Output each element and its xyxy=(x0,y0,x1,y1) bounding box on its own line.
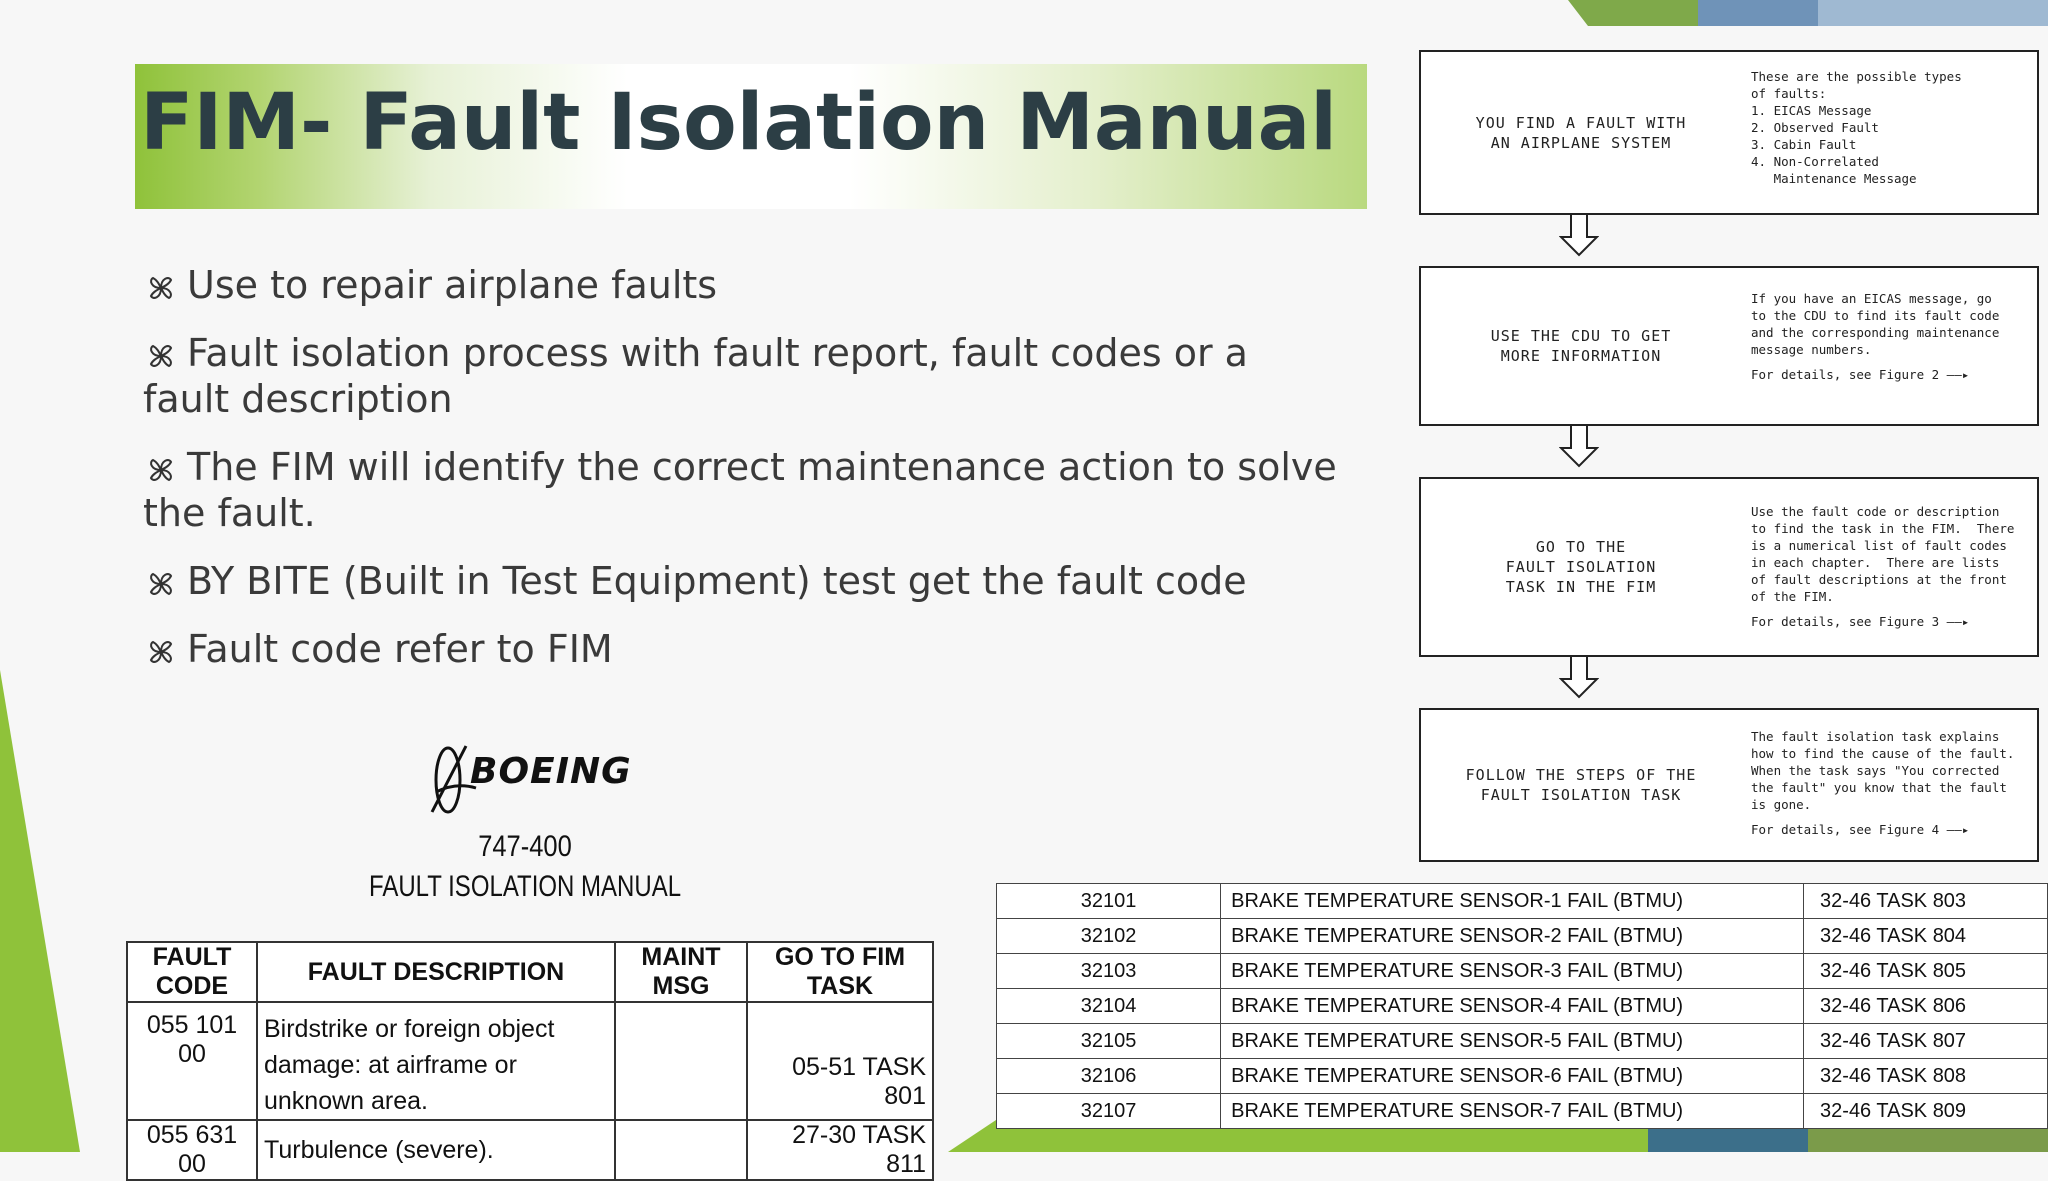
slide-title: FIM- Fault Isolation Manual xyxy=(140,78,1337,168)
table-header-row: FAULT CODE FAULT DESCRIPTION MAINT MSG G… xyxy=(126,941,934,1003)
fault-description-cell: BRAKE TEMPERATURE SENSOR-4 FAIL (BTMU) xyxy=(1220,988,1805,1024)
fault-isolation-flowchart: YOU FIND A FAULT WITH AN AIRPLANE SYSTEM… xyxy=(1419,50,2039,862)
flow-down-arrow-icon xyxy=(1559,426,1599,468)
flow-step-title: USE THE CDU TO GET MORE INFORMATION xyxy=(1490,327,1672,365)
column-header: MAINT MSG xyxy=(614,941,748,1003)
fault-description-cell: BRAKE TEMPERATURE SENSOR-6 FAIL (BTMU) xyxy=(1220,1058,1805,1094)
fault-code-cell: 32107 xyxy=(995,1093,1222,1129)
figure-reference: For details, see Figure 4 ——▸ xyxy=(1751,822,1970,837)
figure-reference: For details, see Figure 3 ——▸ xyxy=(1751,614,1970,629)
fault-description-cell: BRAKE TEMPERATURE SENSOR-1 FAIL (BTMU) xyxy=(1220,883,1805,919)
fault-code-cell: 32103 xyxy=(995,953,1222,989)
fault-description-cell: BRAKE TEMPERATURE SENSOR-2 FAIL (BTMU) xyxy=(1220,918,1805,954)
pinwheel-bullet-icon xyxy=(149,640,173,664)
maint-msg-cell xyxy=(614,1001,748,1121)
flow-step-title: YOU FIND A FAULT WITH AN AIRPLANE SYSTEM xyxy=(1475,113,1687,152)
fault-code-cell: 32104 xyxy=(995,988,1222,1024)
fim-task-cell: 32-46 TASK 809 xyxy=(1803,1093,2048,1129)
title-banner: FIM- Fault Isolation Manual xyxy=(135,64,1367,209)
fault-code-cell: 32105 xyxy=(995,1023,1222,1059)
fim-task-cell: 32-46 TASK 805 xyxy=(1803,953,2048,989)
flow-step-description: The fault isolation task explains how to… xyxy=(1751,728,2033,838)
fault-description-cell: BRAKE TEMPERATURE SENSOR-5 FAIL (BTMU) xyxy=(1220,1023,1805,1059)
fault-code-cell: 32102 xyxy=(995,918,1222,954)
bullet-text: Use to repair airplane faults xyxy=(187,263,718,307)
bullet-item: Use to repair airplane faults xyxy=(143,262,1343,308)
manual-title: FAULT ISOLATION MANUAL xyxy=(369,870,682,903)
fault-description-cell: BRAKE TEMPERATURE SENSOR-7 FAIL (BTMU) xyxy=(1220,1093,1805,1129)
flow-step-3: GO TO THE FAULT ISOLATION TASK IN THE FI… xyxy=(1419,477,2039,657)
pinwheel-bullet-icon xyxy=(149,276,173,300)
table-row: 055 101 00 Birdstrike or foreign object … xyxy=(126,1001,934,1121)
top-right-photo-strip xyxy=(1568,0,2048,26)
fim-task-cell: 32-46 TASK 804 xyxy=(1803,918,2048,954)
boeing-wordmark: BOEING xyxy=(470,751,632,792)
bullet-item: The FIM will identify the correct mainte… xyxy=(143,444,1343,536)
left-green-accent xyxy=(0,670,80,1152)
flow-step-description: If you have an EICAS message, go to the … xyxy=(1751,290,2033,383)
boeing-logo-icon xyxy=(430,745,477,814)
flow-step-title: GO TO THE FAULT ISOLATION TASK IN THE FI… xyxy=(1505,538,1657,596)
fim-task-cell: 32-46 TASK 807 xyxy=(1803,1023,2048,1059)
flow-step-description: These are the possible types of faults: … xyxy=(1751,69,1962,186)
flow-down-arrow-icon xyxy=(1559,657,1599,699)
fim-task-cell: 27-30 TASK 811 xyxy=(746,1119,934,1181)
flow-step-description: Use the fault code or description to fin… xyxy=(1751,503,2033,630)
fim-fault-table: FAULT CODE FAULT DESCRIPTION MAINT MSG G… xyxy=(126,941,934,1181)
table-row: 055 631 00 Turbulence (severe). 27-30 TA… xyxy=(126,1119,934,1181)
maint-msg-cell xyxy=(614,1119,748,1181)
column-header: FAULT DESCRIPTION xyxy=(256,941,616,1003)
fault-description-cell: Birdstrike or foreign object damage: at … xyxy=(256,1001,616,1121)
bullet-item: Fault code refer to FIM xyxy=(143,626,1343,672)
figure-reference: For details, see Figure 2 ——▸ xyxy=(1751,367,1970,382)
fault-description-cell: BRAKE TEMPERATURE SENSOR-3 FAIL (BTMU) xyxy=(1220,953,1805,989)
aircraft-model: 747-400 xyxy=(478,830,572,863)
fim-task-cell: 32-46 TASK 808 xyxy=(1803,1058,2048,1094)
fault-description-cell: Turbulence (severe). xyxy=(256,1119,616,1181)
pinwheel-bullet-icon xyxy=(149,344,173,368)
pinwheel-bullet-icon xyxy=(149,572,173,596)
flow-step-2: USE THE CDU TO GET MORE INFORMATION If y… xyxy=(1419,266,2039,426)
column-header: GO TO FIM TASK xyxy=(746,941,934,1003)
flow-step-1: YOU FIND A FAULT WITH AN AIRPLANE SYSTEM… xyxy=(1419,50,2039,215)
bullet-text: Fault isolation process with fault repor… xyxy=(143,331,1248,421)
fim-task-cell: 32-46 TASK 803 xyxy=(1803,883,2048,919)
pinwheel-bullet-icon xyxy=(149,458,173,482)
fault-code-cell: 055 101 00 xyxy=(126,1001,258,1121)
flow-down-arrow-icon xyxy=(1559,215,1599,257)
bullet-text: Fault code refer to FIM xyxy=(187,627,613,671)
fim-task-cell: 32-46 TASK 806 xyxy=(1803,988,2048,1024)
bullet-item: Fault isolation process with fault repor… xyxy=(143,330,1343,422)
bullet-text: The FIM will identify the correct mainte… xyxy=(143,445,1337,535)
flow-step-4: FOLLOW THE STEPS OF THE FAULT ISOLATION … xyxy=(1419,708,2039,862)
fault-code-cell: 32106 xyxy=(995,1058,1222,1094)
fim-task-cell: 05-51 TASK 801 xyxy=(746,1001,934,1121)
fault-code-cell: 32101 xyxy=(995,883,1222,919)
fault-code-cell: 055 631 00 xyxy=(126,1119,258,1181)
flow-step-title: FOLLOW THE STEPS OF THE FAULT ISOLATION … xyxy=(1465,766,1697,804)
column-header: FAULT CODE xyxy=(126,941,258,1003)
bullet-text: BY BITE (Built in Test Equipment) test g… xyxy=(187,559,1247,603)
bullet-list: Use to repair airplane faults Fault isol… xyxy=(143,262,1343,694)
bullet-item: BY BITE (Built in Test Equipment) test g… xyxy=(143,558,1343,604)
